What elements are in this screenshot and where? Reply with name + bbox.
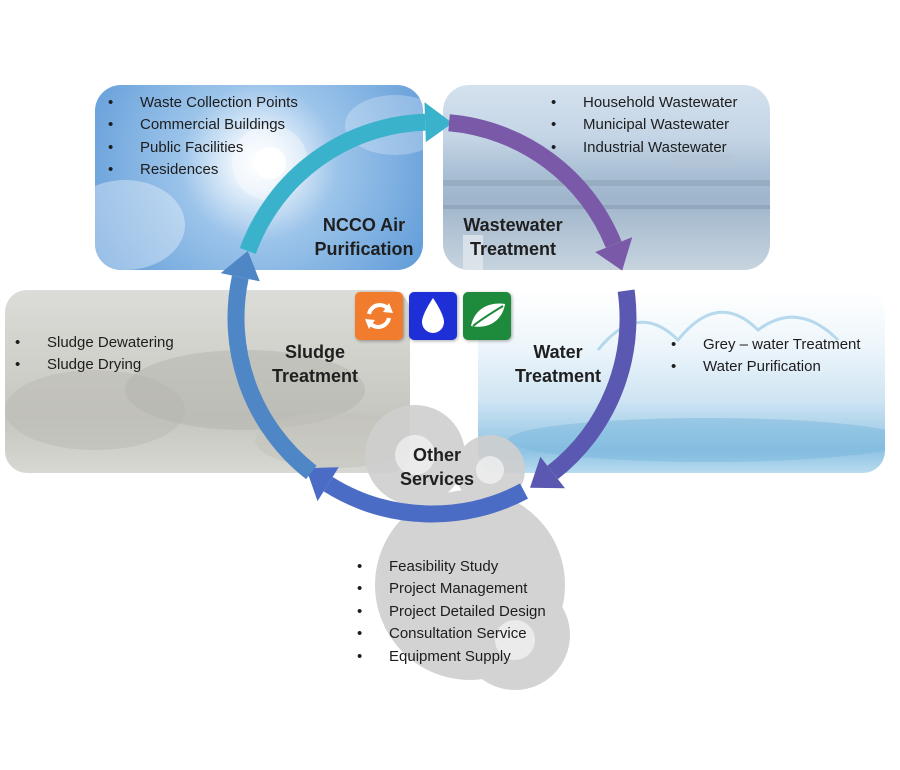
list-item: Commercial Buildings [106, 114, 298, 137]
wastewater-arrow-head [595, 237, 633, 271]
list-item: Sludge Dewatering [13, 332, 174, 355]
water-title-line1: Water [533, 342, 583, 362]
air-sources-list: Waste Collection Points Commercial Build… [106, 92, 298, 182]
list-item: Residences [106, 159, 298, 182]
other-services-arrow-head [306, 467, 339, 502]
water-title-line2: Treatment [514, 366, 602, 386]
air-purification-title: NCCO Air Purification [294, 213, 434, 261]
wastewater-title-line1: Wastewater [463, 215, 563, 235]
wastewater-treatment-title: Wastewater Treatment [443, 213, 583, 261]
other-title-line1: Other [412, 445, 461, 465]
sludge-services-list: Sludge Dewatering Sludge Drying [13, 332, 174, 377]
list-item: Household Wastewater [549, 92, 738, 115]
water-treatment-arrow-head [530, 456, 565, 489]
sludge-treatment-arrow-head [220, 250, 260, 282]
list-item: Water Purification [669, 356, 861, 379]
water-treatment-title: Water Treatment [493, 340, 623, 388]
air-purification-arrow-head [424, 102, 453, 143]
sludge-treatment-title: Sludge Treatment [250, 340, 380, 388]
list-item: Equipment Supply [355, 646, 546, 669]
water-treatment-arrow [547, 289, 637, 480]
list-item: Grey – water Treatment [669, 334, 861, 357]
wastewater-arrow [448, 114, 622, 248]
other-services-arrow [323, 476, 529, 523]
leaf-icon [463, 292, 511, 340]
other-title-line2: Services [399, 469, 475, 489]
wastewater-title-line2: Treatment [469, 239, 557, 259]
air-title-line1: NCCO Air [322, 215, 406, 235]
recycle-icon [355, 292, 403, 340]
sludge-treatment-arrow [227, 275, 317, 480]
list-item: Project Management [355, 578, 546, 601]
list-item: Feasibility Study [355, 556, 546, 579]
list-item: Project Detailed Design [355, 601, 546, 624]
list-item: Public Facilities [106, 137, 298, 160]
sludge-title-line2: Treatment [271, 366, 359, 386]
water-services-list: Grey – water Treatment Water Purificatio… [669, 334, 861, 379]
sludge-title-line1: Sludge [284, 342, 345, 362]
other-services-title: Other Services [372, 443, 502, 491]
list-item: Consultation Service [355, 623, 546, 646]
list-item: Municipal Wastewater [549, 114, 738, 137]
list-item: Waste Collection Points [106, 92, 298, 115]
list-item: Sludge Drying [13, 354, 174, 377]
wastewater-sources-list: Household Wastewater Municipal Wastewate… [549, 92, 738, 160]
air-title-line2: Purification [314, 239, 414, 259]
list-item: Industrial Wastewater [549, 137, 738, 160]
air-purification-arrow [239, 113, 426, 254]
water-drop-icon [409, 292, 457, 340]
other-services-list: Feasibility Study Project Management Pro… [355, 556, 546, 668]
water-splash-photo-panel [478, 290, 885, 473]
